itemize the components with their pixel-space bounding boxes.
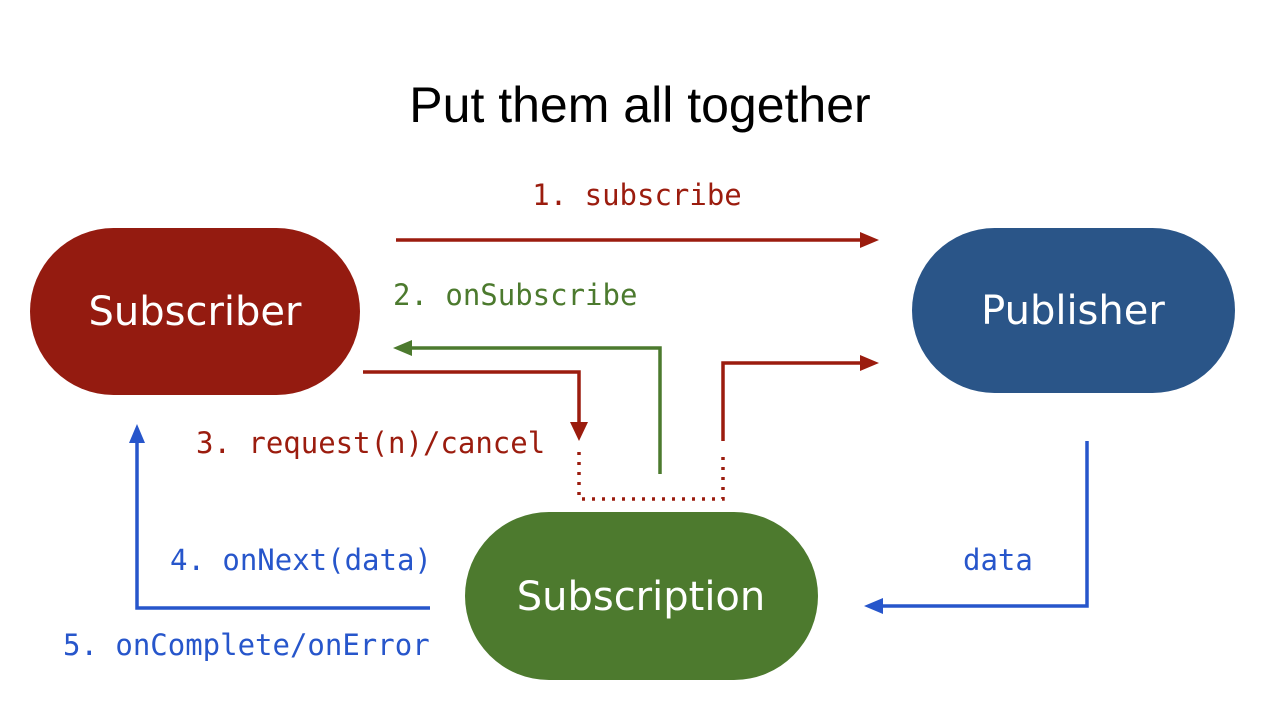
step1-label: 1. subscribe bbox=[532, 178, 742, 212]
onnext-oncomplete-arrow bbox=[129, 424, 430, 610]
page-title: Put them all together bbox=[409, 77, 870, 133]
subscription-label: Subscription bbox=[517, 574, 766, 620]
subscribe-arrow bbox=[396, 232, 879, 248]
onsubscribe-arrowhead-icon bbox=[393, 340, 412, 356]
data-label: data bbox=[963, 543, 1033, 577]
data-left-arrowhead-icon bbox=[864, 598, 883, 614]
step4-label: 4. onNext(data) bbox=[170, 543, 432, 577]
request-cancel-arrow bbox=[363, 355, 879, 501]
subscriber-capsule bbox=[30, 228, 360, 395]
request-arrow-line-right bbox=[721, 361, 862, 441]
step5-label: 5. onComplete/onError bbox=[63, 628, 430, 662]
step2-label: 2. onSubscribe bbox=[393, 278, 637, 312]
data-arrow bbox=[864, 441, 1089, 614]
publisher-label: Publisher bbox=[981, 288, 1165, 334]
subscriber-node: Subscriber bbox=[30, 228, 360, 395]
publisher-capsule bbox=[912, 228, 1235, 393]
subscription-capsule bbox=[465, 512, 818, 680]
step3-label: 3. request(n)/cancel bbox=[196, 426, 545, 460]
subscriber-label: Subscriber bbox=[89, 289, 303, 335]
subscription-node: Subscription bbox=[465, 512, 818, 680]
onsubscribe-arrow bbox=[393, 340, 662, 474]
request-down-arrowhead-icon bbox=[570, 422, 588, 441]
request-arrow-line-left bbox=[363, 370, 581, 423]
onnext-up-arrowhead-icon bbox=[129, 424, 145, 443]
onsubscribe-arrow-line bbox=[410, 346, 662, 474]
request-dotted-connector-line bbox=[577, 452, 725, 501]
request-right-arrowhead-icon bbox=[860, 355, 879, 371]
data-arrow-line bbox=[881, 441, 1089, 608]
publisher-node: Publisher bbox=[912, 228, 1235, 393]
onnext-arrow-line bbox=[135, 442, 430, 610]
subscribe-arrowhead-icon bbox=[860, 232, 879, 248]
